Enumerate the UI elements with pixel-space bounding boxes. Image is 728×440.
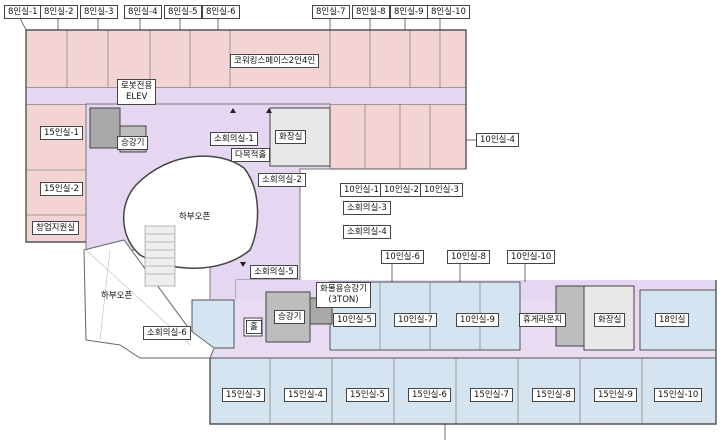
void-label-atrium: 하부오픈 xyxy=(179,212,211,222)
meeting-room-5-label: 소회의실-5 xyxy=(250,265,298,279)
leader-lines xyxy=(19,17,526,440)
room-8-8-label: 8인실-8 xyxy=(352,5,390,19)
outer-walls xyxy=(25,29,717,425)
stairs xyxy=(144,225,176,287)
room-15-7-label: 15인실-7 xyxy=(470,388,513,402)
coworking-label: 코워킹스페이스2인4인 xyxy=(230,54,320,68)
room-8-7-label: 8인실-7 xyxy=(312,5,350,19)
room-10-3-label: 10인실-3 xyxy=(420,183,463,197)
room-10-6-label: 10인실-6 xyxy=(381,250,424,264)
north-corridor xyxy=(26,88,466,104)
room-15-2-label: 15인실-2 xyxy=(40,182,83,196)
room-15-1-label: 15인실-1 xyxy=(40,126,83,140)
room-8-6-label: 8인실-6 xyxy=(202,5,240,19)
multipurpose-hall-label: 다목적홀 xyxy=(231,148,271,162)
room-8-4-label: 8인실-4 xyxy=(124,5,162,19)
room-8-2-label: 8인실-2 xyxy=(40,5,78,19)
freight-elevator-label: 화물용승강기 (3TON) xyxy=(316,282,371,308)
room-8-5-label: 8인실-5 xyxy=(164,5,202,19)
robot-elevator-label: 로봇전용 ELEV xyxy=(117,79,157,105)
void-label-west: 하부오픈 xyxy=(101,291,133,301)
room-8-1-label: 8인실-1 xyxy=(4,5,42,19)
meeting-room-4-label: 소회의실-4 xyxy=(343,225,391,239)
room-15-8-label: 15인실-8 xyxy=(532,388,575,402)
door-markers xyxy=(230,108,272,267)
elevator-south-label: 승강기 xyxy=(274,310,306,324)
room-15-3-label: 15인실-3 xyxy=(222,388,265,402)
hall-label: 홀 xyxy=(246,320,262,334)
room-15-9-label: 15인실-9 xyxy=(594,388,637,402)
robot-elevator-line1: 로봇전용 xyxy=(121,81,153,91)
rest-lounge-label: 휴게라운지 xyxy=(519,313,567,327)
room-10-4-label: 10인실-4 xyxy=(476,133,519,147)
meeting-room-6-label: 소회의실-6 xyxy=(143,326,191,340)
room-15-6-label: 15인실-6 xyxy=(408,388,451,402)
room-10-2-label: 10인실-2 xyxy=(380,183,423,197)
startup-support-label: 창업지원실 xyxy=(32,221,80,235)
room-10-5-label: 10인실-5 xyxy=(333,313,376,327)
room-10-10-label: 10인실-10 xyxy=(507,250,556,264)
room-8-10-label: 8인실-10 xyxy=(427,5,470,19)
meeting-room-2-label: 소회의실-2 xyxy=(258,173,306,187)
meeting-room-1-label: 소회의실-1 xyxy=(210,132,258,146)
elevator-north-label: 승강기 xyxy=(117,136,149,150)
room-18-label: 18인실 xyxy=(655,313,690,327)
room-15-4-label: 15인실-4 xyxy=(284,388,327,402)
room-10-8-label: 10인실-8 xyxy=(447,250,490,264)
freight-elevator-line1: 화물용승강기 xyxy=(320,284,367,294)
north-partitions xyxy=(26,30,441,216)
restroom-south-label: 화장실 xyxy=(594,313,626,327)
north-east-rooms xyxy=(329,103,467,170)
meeting-room-3-label: 소회의실-3 xyxy=(343,201,391,215)
freight-elevator-line2: (3TON) xyxy=(328,295,359,305)
room-10-9-label: 10인실-9 xyxy=(456,313,499,327)
room-8-3-label: 8인실-3 xyxy=(80,5,118,19)
room-10-1-label: 10인실-1 xyxy=(340,183,383,197)
robot-elevator-line2: ELEV xyxy=(125,92,148,102)
room-15-10-label: 15인실-10 xyxy=(654,388,703,402)
room-10-7-label: 10인실-7 xyxy=(394,313,437,327)
room-8-9-label: 8인실-9 xyxy=(390,5,428,19)
restroom-north-label: 화장실 xyxy=(275,130,307,144)
room-15-5-label: 15인실-5 xyxy=(346,388,389,402)
elevator-core-north xyxy=(89,107,121,149)
